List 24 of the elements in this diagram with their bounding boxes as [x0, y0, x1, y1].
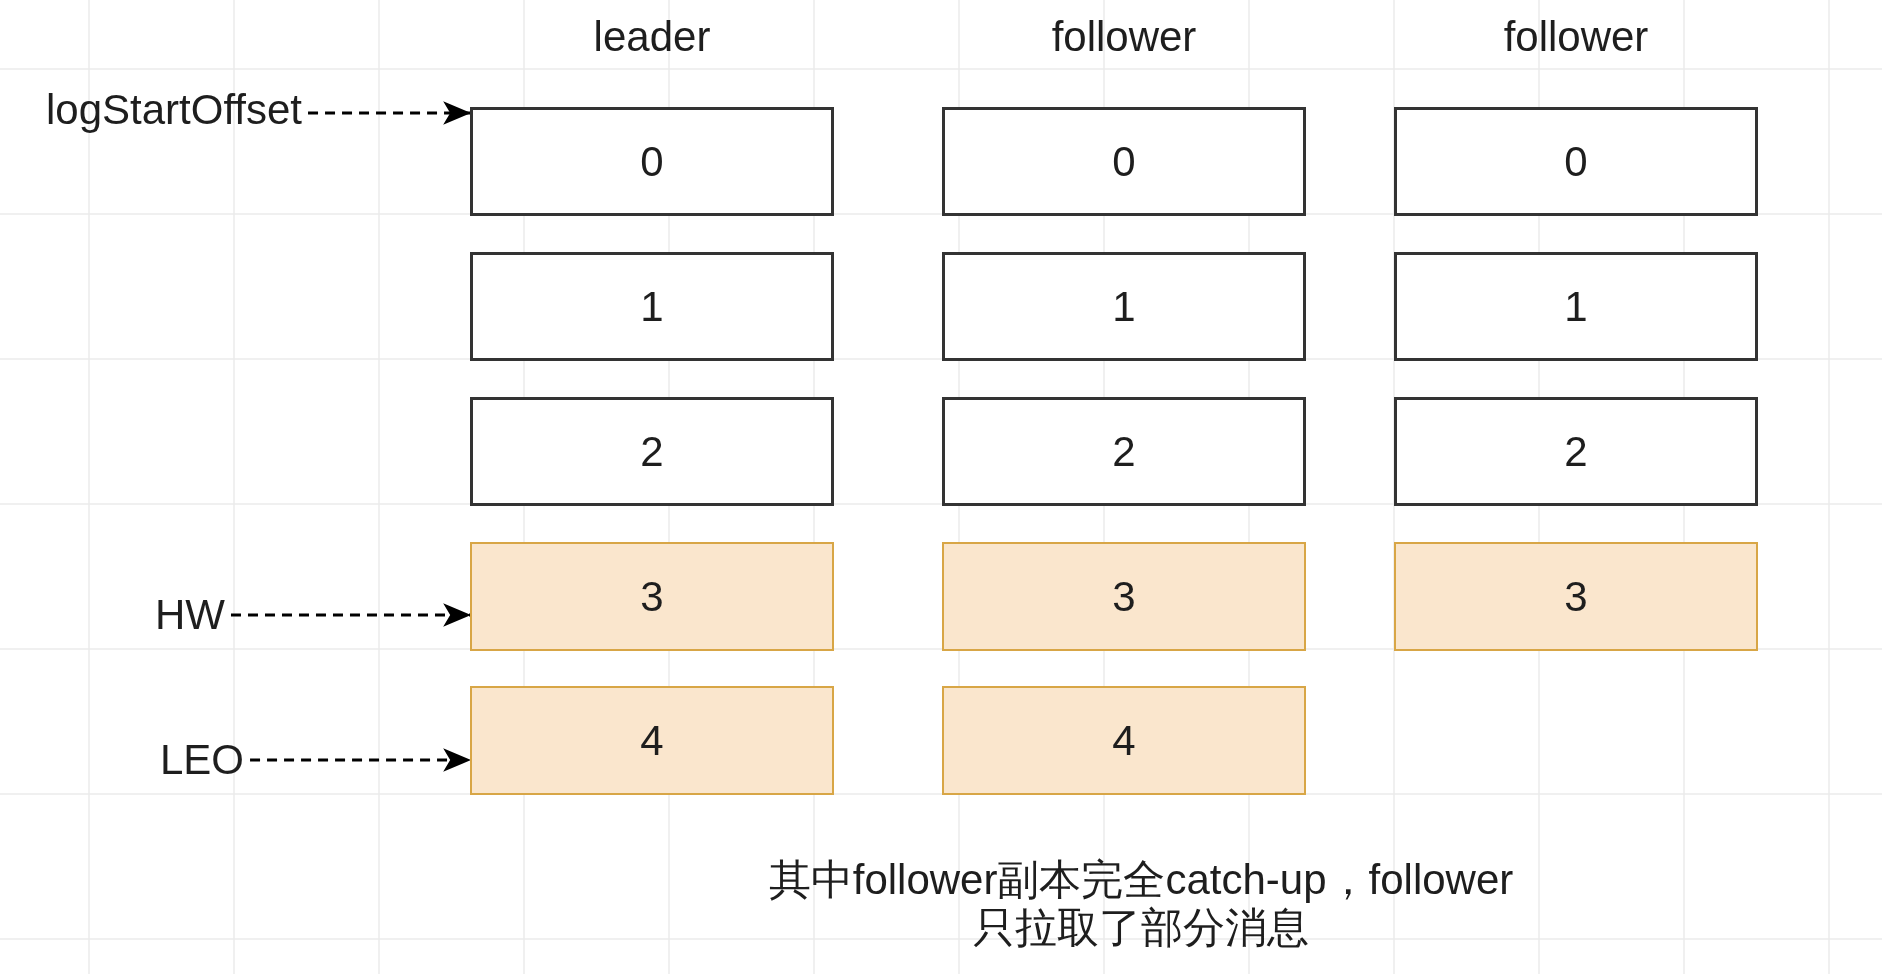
log-offset-box: 4 [942, 686, 1306, 795]
log-offset-box: 4 [470, 686, 834, 795]
log-offset-box: 2 [470, 397, 834, 506]
pointer-label: HW [155, 591, 225, 639]
dashed-arrow [308, 101, 472, 125]
log-offset-box: 3 [470, 542, 834, 651]
log-offset-box: 2 [1394, 397, 1758, 506]
log-offset-box: 0 [1394, 107, 1758, 216]
caption-text: 其中follower副本完全catch-up，follower只拉取了部分消息 [767, 856, 1515, 952]
dashed-arrow [250, 748, 472, 772]
dashed-arrow [231, 603, 472, 627]
log-offset-box: 2 [942, 397, 1306, 506]
column-header: leader [593, 13, 711, 61]
log-offset-box: 1 [1394, 252, 1758, 361]
log-offset-box: 0 [942, 107, 1306, 216]
log-offset-box: 3 [1394, 542, 1758, 651]
column-header: follower [1051, 13, 1197, 61]
log-offset-box: 1 [942, 252, 1306, 361]
column-header: follower [1503, 13, 1649, 61]
pointer-label: logStartOffset [46, 86, 303, 134]
pointer-label: LEO [160, 736, 245, 784]
log-offset-box: 0 [470, 107, 834, 216]
log-offset-box: 1 [470, 252, 834, 361]
log-offset-box: 3 [942, 542, 1306, 651]
